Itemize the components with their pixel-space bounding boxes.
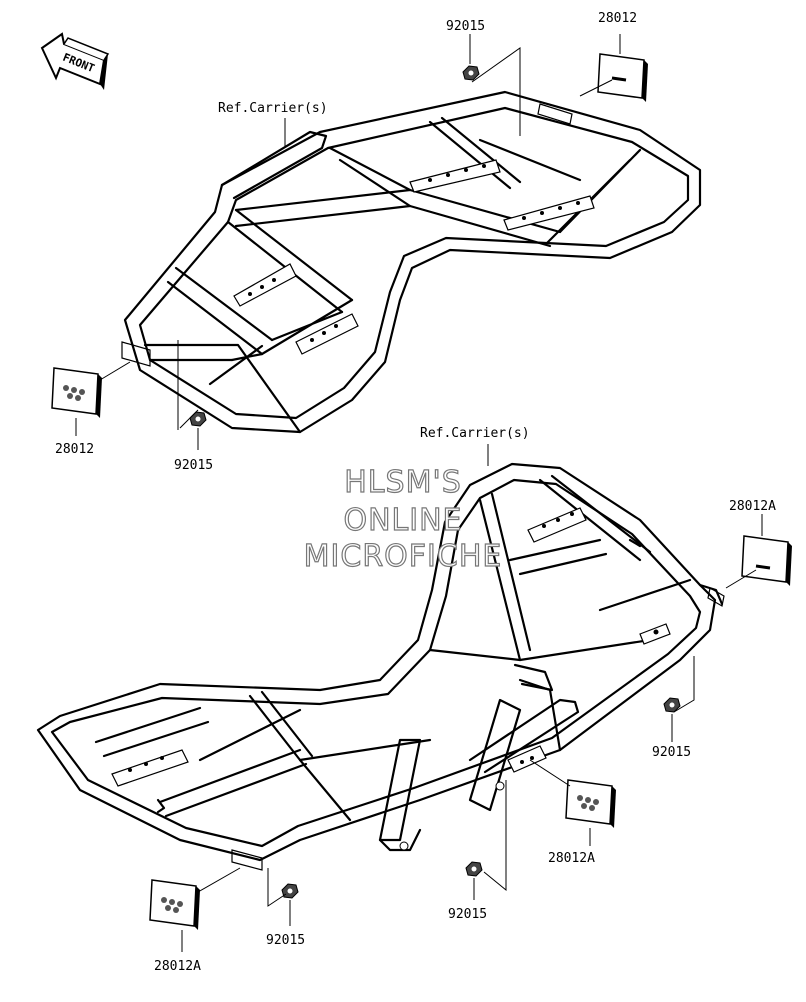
front-arrow-icon: FRONT [40, 32, 110, 90]
left-nut[interactable] [189, 411, 207, 427]
top-carrier-frame [121, 90, 702, 434]
lower-nut-label: 92015 [448, 907, 487, 922]
top-nut[interactable] [462, 65, 480, 81]
right-reflector[interactable] [741, 535, 792, 586]
top-reflector-label: 28012 [598, 11, 637, 26]
lower-nut[interactable] [465, 861, 483, 877]
lower-reflector-label: 28012A [548, 851, 595, 866]
left-nut-label: 92015 [174, 458, 213, 473]
watermark-line-2: ONLINE [343, 503, 462, 538]
top-reflector[interactable] [597, 53, 648, 102]
bottom-left-nut[interactable] [281, 883, 299, 899]
bottom-left-reflector-label: 28012A [154, 959, 201, 974]
right-reflector-label: 28012A [729, 499, 776, 514]
left-reflector-label: 28012 [55, 442, 94, 457]
right-nut-label: 92015 [652, 745, 691, 760]
bottom-left-nut-label: 92015 [266, 933, 305, 948]
top-nut-label: 92015 [446, 19, 485, 34]
watermark-line-3: MICROFICHE [304, 539, 503, 574]
bottom-ref-carrier-label: Ref.Carrier(s) [420, 426, 530, 441]
left-reflector[interactable] [51, 367, 102, 418]
right-nut[interactable] [663, 697, 681, 713]
watermark: HLSM'S ONLINE MICROFICHE [303, 464, 503, 574]
watermark-line-1: HLSM'S [344, 465, 462, 500]
top-ref-carrier-label: Ref.Carrier(s) [218, 101, 328, 116]
bottom-carrier-frame [36, 462, 725, 871]
lower-reflector[interactable] [565, 779, 616, 828]
bottom-left-reflector[interactable] [149, 879, 200, 930]
